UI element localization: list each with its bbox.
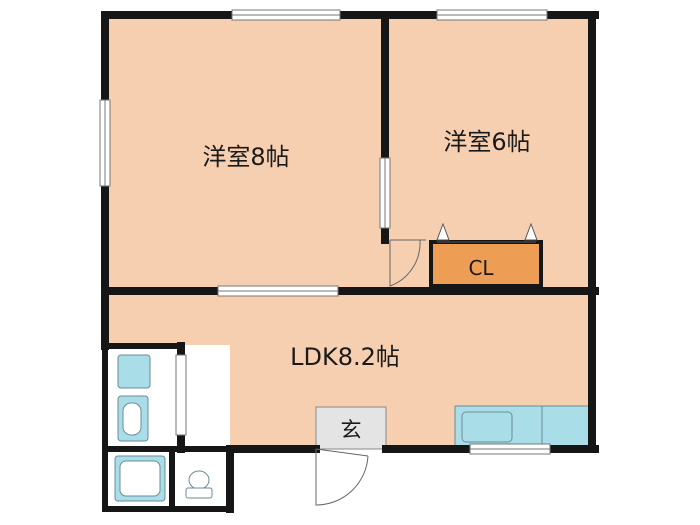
western-8-floor xyxy=(105,15,382,289)
toilet-icon xyxy=(188,470,210,490)
room-label-ldk: LDK8.2帖 xyxy=(290,343,400,371)
room-label-western-8: 洋室8帖 xyxy=(202,143,289,171)
room-label-western-6: 洋室6帖 xyxy=(443,128,530,156)
entrance-label: 玄 xyxy=(341,418,362,442)
washbasin-icon xyxy=(117,354,151,389)
sink-icon xyxy=(461,411,513,443)
kitchen-counter xyxy=(454,405,590,449)
windows xyxy=(99,9,551,455)
closet-doors xyxy=(436,222,538,243)
closet-box xyxy=(429,240,543,288)
closet-label: CL xyxy=(468,256,494,280)
door-swings xyxy=(315,239,426,506)
entrance-floor xyxy=(315,406,387,450)
